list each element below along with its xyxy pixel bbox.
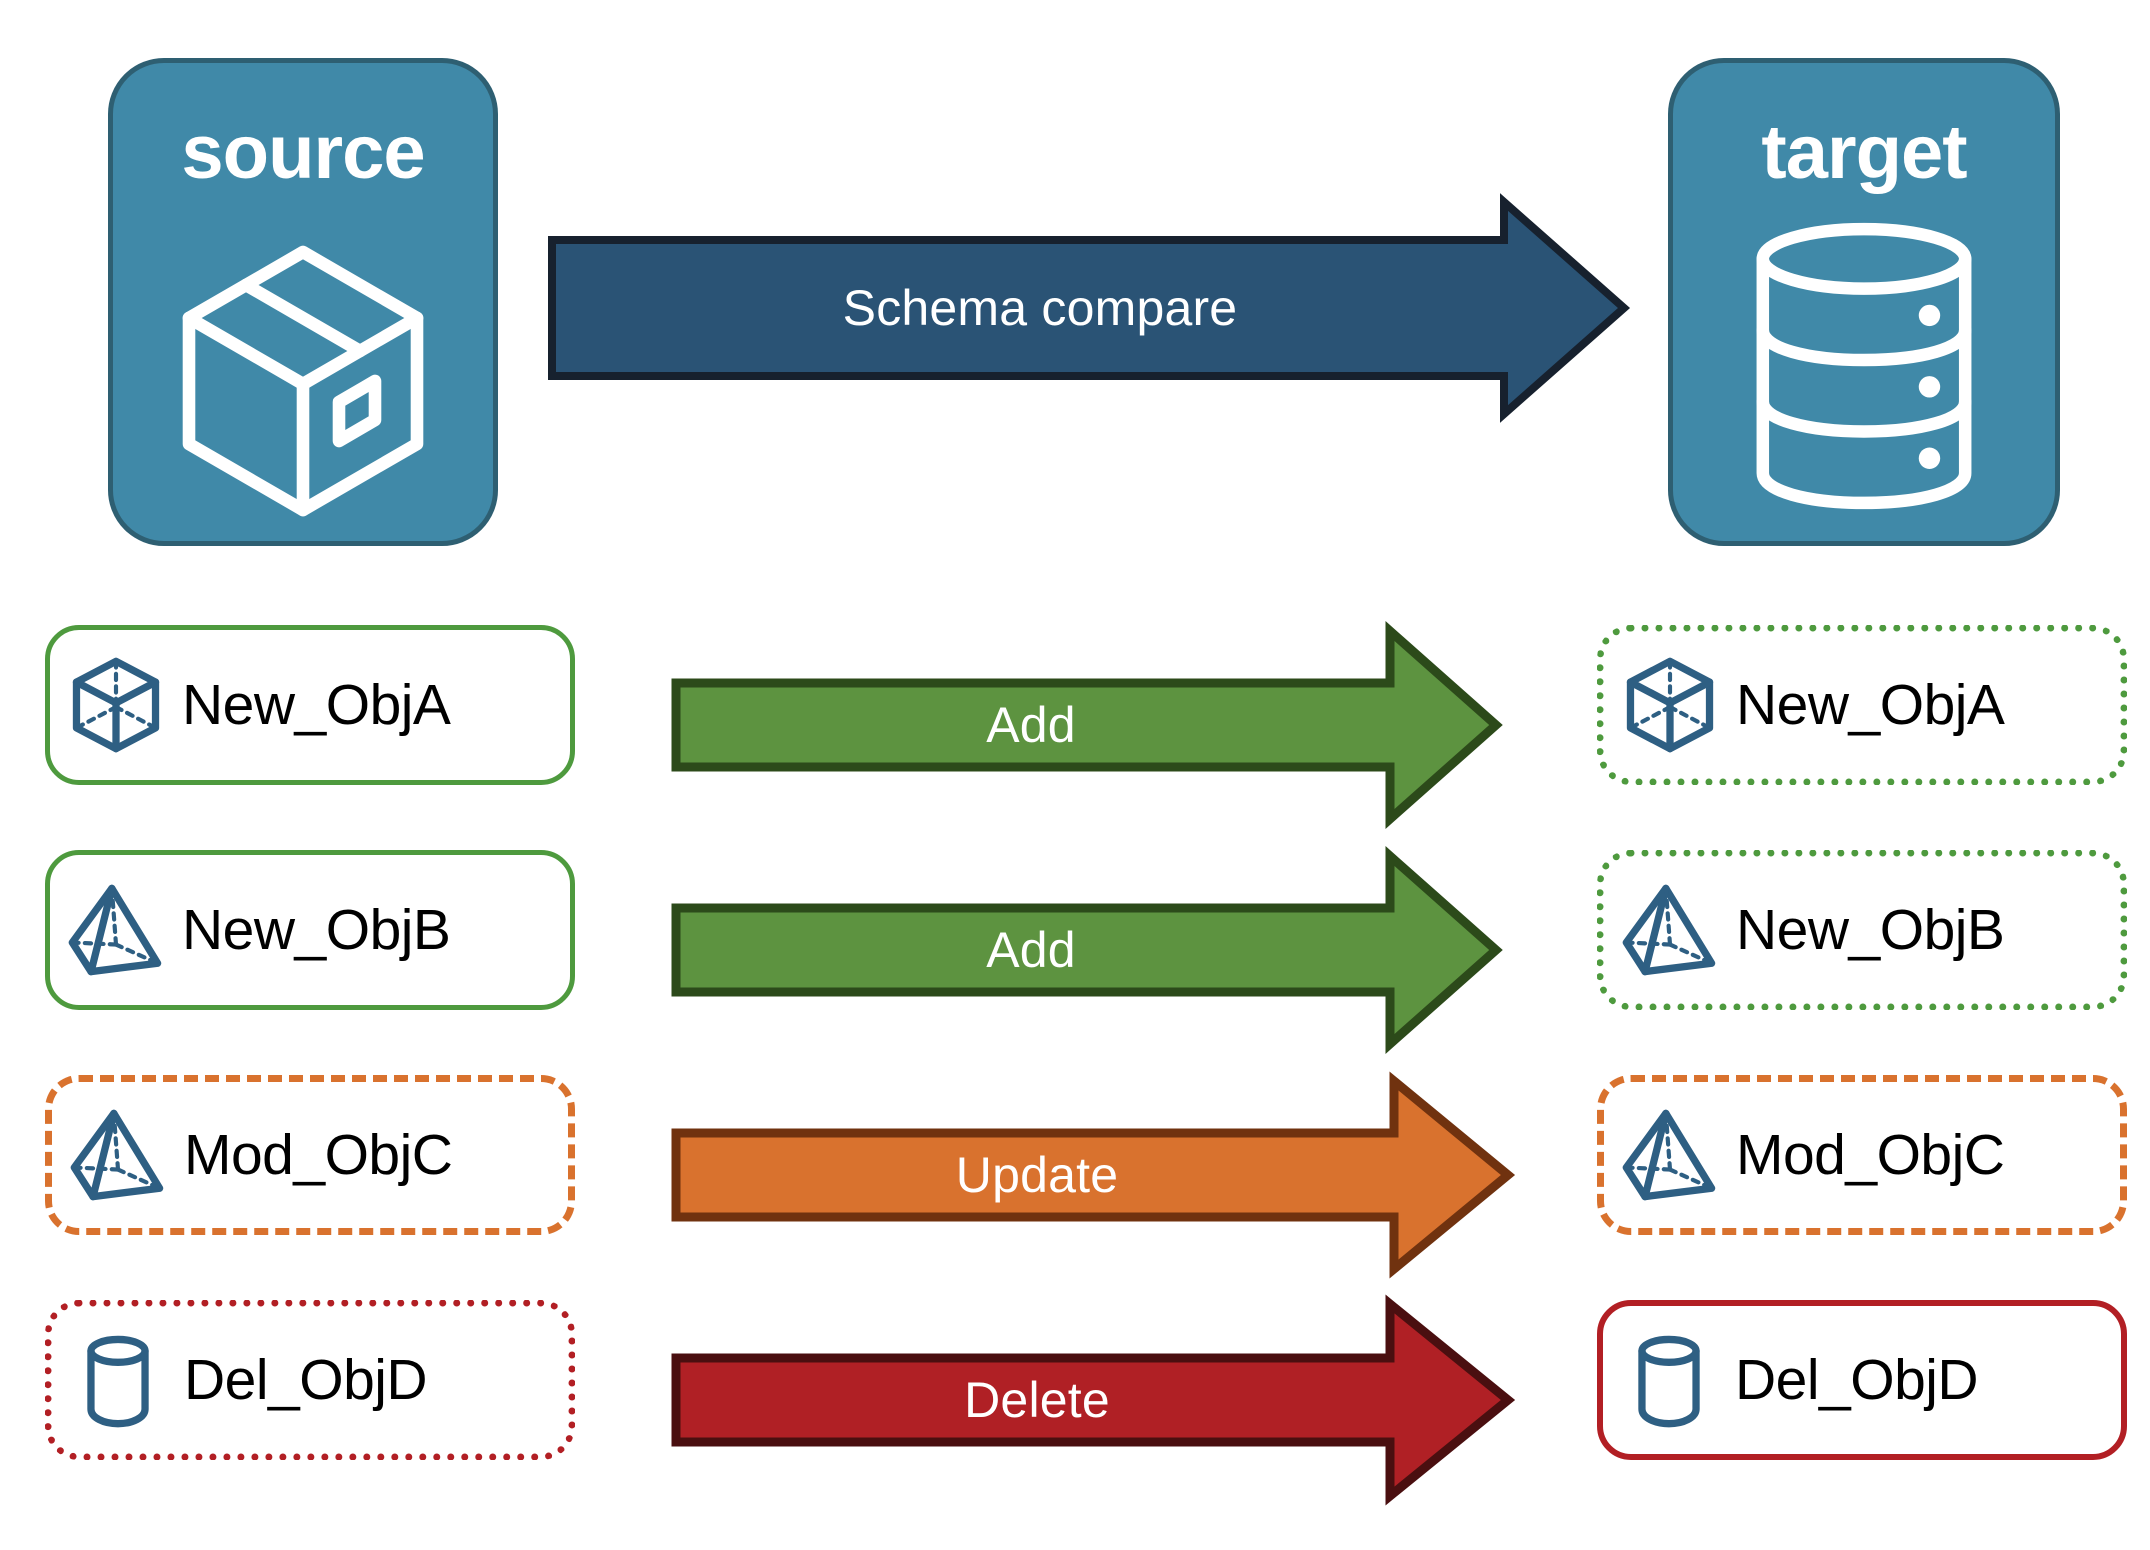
target-object-card[interactable]: Mod_ObjC xyxy=(1597,1075,2127,1235)
target-object-card[interactable]: New_ObjA xyxy=(1597,625,2127,785)
target-panel-title: target xyxy=(1761,110,1967,195)
pyramid-wireframe-icon xyxy=(50,878,182,982)
cylinder-wireframe-icon xyxy=(1603,1328,1735,1432)
source-object-card[interactable]: New_ObjA xyxy=(45,625,575,785)
cylinder-wireframe-icon xyxy=(52,1328,184,1432)
target-object-card[interactable]: New_ObjB xyxy=(1597,850,2127,1010)
source-object-label: New_ObjA xyxy=(182,673,451,737)
target-object-label: Mod_ObjC xyxy=(1736,1123,2005,1187)
source-object-card[interactable]: New_ObjB xyxy=(45,850,575,1010)
source-panel: source xyxy=(108,58,498,546)
source-panel-title: source xyxy=(181,110,425,195)
target-object-label: Del_ObjD xyxy=(1735,1348,1979,1412)
source-object-card[interactable]: Del_ObjD xyxy=(45,1300,575,1460)
action-arrow-delete: Delete xyxy=(671,1294,1516,1506)
action-arrow-update: Update xyxy=(671,1071,1516,1279)
pyramid-wireframe-icon xyxy=(1604,878,1736,982)
package-box-icon xyxy=(113,191,493,541)
schema-compare-arrow: Schema compare xyxy=(548,193,1631,423)
database-cylinder-icon xyxy=(1673,191,2055,541)
target-object-card[interactable]: Del_ObjD xyxy=(1597,1300,2127,1460)
action-arrow-add-1: Add xyxy=(671,620,1503,830)
target-object-label: New_ObjB xyxy=(1736,898,2005,962)
cube-wireframe-icon xyxy=(1604,653,1736,757)
cube-wireframe-icon xyxy=(50,653,182,757)
target-panel: target xyxy=(1668,58,2060,546)
source-object-label: Del_ObjD xyxy=(184,1348,428,1412)
pyramid-wireframe-icon xyxy=(52,1103,184,1207)
source-object-label: New_ObjB xyxy=(182,898,451,962)
pyramid-wireframe-icon xyxy=(1604,1103,1736,1207)
source-object-card[interactable]: Mod_ObjC xyxy=(45,1075,575,1235)
source-object-label: Mod_ObjC xyxy=(184,1123,453,1187)
target-object-label: New_ObjA xyxy=(1736,673,2005,737)
action-arrow-add-2: Add xyxy=(671,845,1503,1055)
